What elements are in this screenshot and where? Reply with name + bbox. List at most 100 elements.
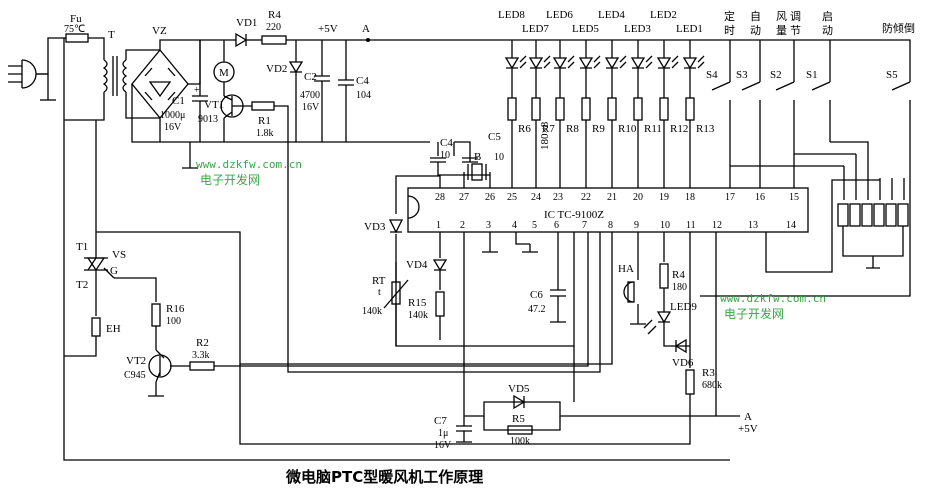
watermark-cn-2: 电子开发网 (724, 306, 784, 321)
label-rt: RT (372, 275, 386, 287)
ic-pin-22: 22 (581, 192, 591, 203)
label-vt2: VT2 (126, 355, 146, 367)
label-rt-t: t (378, 287, 381, 298)
ic-pin-7: 7 (582, 220, 587, 231)
ic-pin-8: 8 (608, 220, 613, 231)
label-vd2: VD2 (266, 63, 287, 75)
diode-vd6 (674, 338, 687, 354)
label-t2: T2 (76, 279, 88, 291)
label-r2: R2 (196, 337, 209, 349)
watermark-url-2: www.dzkfw.com.cn (720, 292, 826, 305)
label-c4-104: C4 (356, 75, 369, 87)
label-rt-val: 140k (362, 306, 382, 317)
diode-vd3 (388, 219, 404, 234)
ic-pin-4: 4 (512, 220, 517, 231)
ic-pin-1: 1 (436, 220, 441, 231)
label-fangqingdao: 防倾倒 (882, 21, 915, 35)
label-r2-val: 3.3k (192, 350, 210, 361)
label-r3-val: 680k (702, 380, 722, 391)
diagram-caption: 微电脑PTC型暖风机工作原理 (285, 468, 483, 486)
label-fu-val: 75℃ (64, 24, 85, 35)
heater-eh (91, 317, 101, 337)
label-vt2-val: C945 (124, 370, 146, 381)
label-vs: VS (112, 249, 126, 261)
ic-pin-11: 11 (686, 220, 696, 231)
ic-pin-10: 10 (660, 220, 670, 231)
switch-resistor-bank (765, 178, 909, 273)
label-r4-val: 220 (266, 22, 281, 33)
label-r7: R7 (542, 123, 555, 135)
label-r4b: R4 (672, 269, 685, 281)
label-led2: LED2 (650, 9, 677, 21)
resistor-r15 (435, 291, 445, 317)
label-r9: R9 (592, 123, 605, 135)
label-r5-val: 100k (510, 436, 530, 447)
label-c4-osc-val: 10 (440, 150, 450, 161)
resistor-r2 (189, 361, 215, 371)
ic-pin-19: 19 (659, 192, 669, 203)
label-ding: 定 (724, 9, 735, 23)
label-led4: LED4 (598, 9, 625, 21)
label-jie: 节 (790, 24, 801, 37)
led-4 (578, 40, 601, 188)
ic-pin-21: 21 (607, 192, 617, 203)
capacitor-c7 (456, 416, 472, 443)
label-led6: LED6 (546, 9, 573, 21)
label-r1-val: 1.8k (256, 128, 274, 139)
capacitor-c2 (314, 40, 330, 142)
resistor-r5 (507, 425, 533, 435)
transformer-t (64, 49, 160, 121)
label-g: G (110, 265, 118, 277)
switch-group (700, 39, 911, 297)
resistor-r3 (685, 369, 695, 395)
label-r16-val: 100 (166, 316, 181, 327)
label-r4b-val: 180 (672, 282, 687, 293)
led-2 (528, 40, 551, 188)
label-c6: C6 (530, 289, 543, 301)
label-tiao: 调 (790, 10, 801, 23)
fuse-fu (65, 33, 89, 43)
label-c1-val2: 16V (164, 122, 182, 133)
triac-vs (84, 257, 115, 279)
ic-pin-16: 16 (755, 192, 765, 203)
buzzer-ha (623, 281, 635, 303)
transistor-vt1 (220, 94, 252, 142)
label-c2: C2 (304, 71, 317, 83)
label-s3: S3 (736, 69, 748, 81)
label-c4-104-val: 104 (356, 90, 371, 101)
label-ha: HA (618, 263, 634, 275)
label-r15-val: 140k (408, 310, 428, 321)
label-zi: 自 (750, 10, 761, 23)
label-r8: R8 (566, 123, 579, 135)
label-r10: R10 (618, 123, 637, 135)
ic-pin-15: 15 (789, 192, 799, 203)
label-vd6: VD6 (672, 357, 694, 369)
label-r5: R5 (512, 413, 525, 425)
label-c7-val2: 16V (434, 440, 452, 451)
ic-pin-5: 5 (532, 220, 537, 231)
label-r16: R16 (166, 303, 185, 315)
label-dong2: 动 (822, 24, 833, 37)
capacitor-c4-104 (338, 40, 354, 142)
ic-pin-27: 27 (459, 192, 469, 203)
label-shi: 时 (724, 24, 735, 37)
label-c7-val1: 1μ (438, 428, 448, 439)
label-vt1-val: 9013 (198, 114, 218, 125)
label-r7-val: 180×8 (539, 121, 551, 150)
resistor-r16 (151, 303, 161, 327)
label-m: M (219, 67, 229, 79)
label-vd4: VD4 (406, 259, 428, 271)
label-r6: R6 (518, 123, 531, 135)
label-r4: R4 (268, 9, 281, 21)
ic-pin-24: 24 (531, 192, 541, 203)
crystal-oscillator (430, 141, 491, 188)
label-feng: 风 (776, 10, 787, 23)
label-plus5v: +5V (318, 23, 338, 35)
ic-pin-14: 14 (786, 220, 796, 231)
label-liang: 量 (776, 24, 787, 37)
led-6 (630, 40, 653, 188)
label-r15: R15 (408, 297, 427, 309)
label-vd5: VD5 (508, 383, 530, 395)
